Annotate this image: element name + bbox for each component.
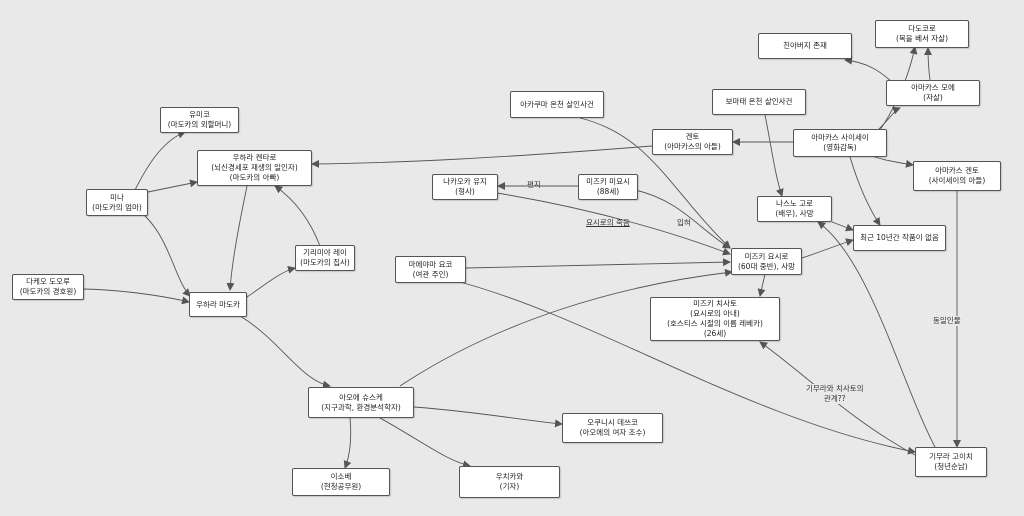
edge-yoshiro-chisato [757,273,766,297]
node-mizuki-yoshiro[interactable]: 미즈키 요시로 (60대 중반), 사망 [731,248,802,275]
node-chinabeoji[interactable]: 친아버지 존재 [758,33,852,59]
node-aoe[interactable]: 아오에 슈스케 (지구과학, 환경분석학자) [308,387,414,418]
node-okunishi[interactable]: 오쿠니시 데쓰코 (아오에의 여자 조수) [562,413,663,443]
node-kento[interactable]: 겐토 (아마카스의 아들) [652,129,733,155]
node-nasuno[interactable]: 나스노 고로 (배우), 사망 [757,196,832,222]
edge-kirimia-kentaro [274,185,321,247]
edge-kentaro-madoka [226,185,248,291]
edge-saisei-moe [877,106,901,131]
node-amakasu-kento2[interactable]: 아마카스 겐토 (사이세이의 아들) [913,161,1001,191]
edge-nakaoka-yoshiro [496,192,731,256]
edge-madoka-aoe [239,315,331,389]
edge-akakuma-yoshiro [579,117,731,249]
edge-label-kimura-relation: 기무라와 치사토의 관계?? [806,384,864,404]
edge-kento-kentaro [311,145,653,168]
node-yumiko[interactable]: 유미코 (마도카의 외할머니) [160,107,239,133]
edge-label-yoshiro-death: 요시로의 죽음 [586,218,630,227]
edge-yoshiro-recent [801,238,854,259]
edge-taketo-madoka [83,288,190,305]
node-dadokoro[interactable]: 다도코로 (목을 베서 자살) [875,20,969,48]
edge-mina-yumiko [134,130,186,191]
node-uhara-kentaro[interactable]: 우하라 켄타로 (뇌신경세포 재생의 일인자) (마도카의 아빠) [197,150,312,186]
node-taketo[interactable]: 다케오 도오루 (마도카의 경호원) [12,274,84,300]
node-uchikawa[interactable]: 우치카와 (기자) [459,466,560,498]
node-amakasu-moe[interactable]: 아마카스 모에 (자살) [886,80,980,106]
edge-aoe-okunishi [413,406,563,428]
node-kimura[interactable]: 기무라 고이치 (청년순남) [915,447,987,477]
edge-label-same-person: 동일인물 [933,316,961,326]
edge-aoe-uchikawa [379,417,471,469]
edge-aoe-isobe [343,417,352,469]
edge-moe-dadokoro [924,47,933,81]
node-recent[interactable]: 최근 10년간 작품이 없음 [853,225,946,251]
node-kirimia[interactable]: 기리미야 레이 (마도카의 집사) [295,245,355,271]
node-akakuma[interactable]: 아카쿠마 온천 살인사건 [510,91,604,118]
node-mizuki-miyoshi[interactable]: 미즈키 미요시 (88세) [578,174,638,200]
edge-kimura-nasuno [817,221,936,448]
node-amakasu-saisei[interactable]: 아마카스 사이세이 (영화감독) [793,129,887,157]
edge-maeyama-yoshiro [465,258,731,269]
node-nakaoka[interactable]: 나카오카 유지 (형사) [432,174,498,200]
node-botomae[interactable]: 보마태 온천 살인사건 [712,89,806,115]
node-isobe[interactable]: 이소베 (현청공무원) [292,468,390,496]
node-mizuki-chisato[interactable]: 미즈키 치사토 (요시로의 아내) (호스티스 시절의 이름 레베카) (26세… [650,297,780,341]
edge-miyoshi-yoshiro [634,189,731,249]
edge-maeyama-kimura [459,281,916,455]
edge-mina-madoka [144,215,191,297]
edge-label-pyeonji: 편지 [527,180,541,189]
edge-saisei-recent [849,156,881,226]
node-maeyama[interactable]: 마에야마 요코 (여관 주인) [395,256,466,283]
edge-nasuno-recent [831,221,854,232]
edge-mina-kentaro [147,179,198,193]
node-mina[interactable]: 미나 (마도카의 엄마) [86,189,148,216]
edge-botomae-nasuno [764,114,784,197]
edge-aoe-yoshiro [399,268,733,387]
edge-label-imyeok: 입혀 [677,218,691,227]
node-uhara-madoka[interactable]: 우하라 마도카 [189,292,247,317]
edge-madoka-kirimia [246,265,296,298]
